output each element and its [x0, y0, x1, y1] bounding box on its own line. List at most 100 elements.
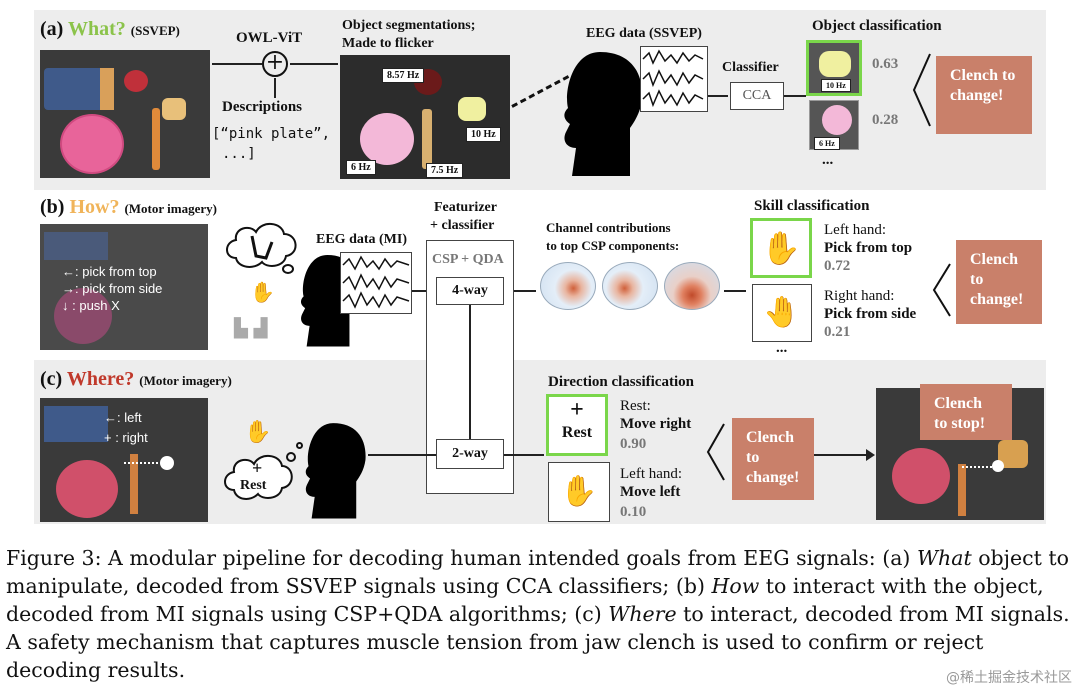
arrow-cca-to-class	[784, 95, 806, 97]
rest-box-label: Rest	[561, 424, 593, 441]
move-right-label: Move right	[620, 416, 692, 432]
obj-thumb-selected: 10 Hz	[806, 40, 862, 96]
skill-hand-right: 🤚	[752, 284, 812, 342]
panel-a-modality: (SSVEP)	[130, 23, 180, 38]
head-silhouette-a	[564, 52, 643, 176]
descriptions-code-line2: ...]	[222, 146, 256, 162]
skill-score-2: 0.21	[824, 324, 851, 340]
pick-side-label: Pick from side	[824, 306, 917, 322]
thought-bubble-small-b	[282, 264, 294, 274]
final-dotted-path	[962, 466, 992, 468]
eeg-mi-title: EEG data (MI)	[316, 232, 407, 247]
tray-handle	[100, 68, 114, 110]
skill-hand-left-selected: ✋	[750, 218, 812, 278]
move-left-label: Move left	[620, 484, 681, 500]
arrow-4way-down-connector	[469, 305, 471, 439]
eeg-mi-signal-box	[340, 252, 412, 314]
caption-prefix: Figure 3: A modular pipeline for decodin…	[6, 546, 917, 570]
cca-box: CCA	[730, 82, 784, 110]
arrow-4way-to-topo	[514, 290, 536, 292]
obj-class-title: Object classification	[812, 18, 942, 34]
photo-b-line2: →: pick from side	[62, 281, 163, 296]
descriptions-code-line1: [“pink plate”,	[212, 126, 331, 142]
left-hand-box-c: ✋	[548, 462, 610, 522]
hand-icon-grey-b: ✋	[250, 280, 275, 304]
rest-plus: +	[570, 397, 584, 423]
clench-change-a: Clench to change!	[936, 56, 1032, 134]
caption-part4: to interact, decoded from MI signals. A …	[6, 602, 1070, 682]
seg-title-line1: Object segmentations;	[342, 18, 476, 33]
hz-label-75: 7.5 Hz	[426, 163, 464, 178]
left-hand-label: Left hand:	[824, 222, 887, 238]
photo-b-line3: ↓ : push X	[62, 298, 120, 313]
way2-box: 2-way	[436, 439, 504, 469]
final-plate	[892, 448, 950, 504]
photo-b-plate	[54, 288, 112, 344]
thumb-plate-icon	[822, 105, 852, 135]
photo-b-line1: ←: pick from top	[62, 264, 157, 279]
final-spatula	[958, 464, 966, 516]
seg-photo	[340, 55, 510, 179]
table-photo-a	[40, 50, 210, 178]
final-target-dot	[992, 460, 1004, 472]
arrow-plus-to-seg	[290, 63, 338, 65]
panel-a-label: (a) What? (SSVEP)	[40, 18, 180, 41]
foot-icon-grey-b: ▙ ▟	[234, 318, 268, 339]
thought-plus-c: +	[252, 458, 263, 478]
rest-label: Rest:	[620, 398, 651, 414]
obj-ellipsis: ...	[822, 152, 834, 168]
arrow-eeg-to-cca	[708, 95, 728, 97]
panel-c-modality: (Motor imagery)	[139, 373, 232, 388]
hz-label-6: 6 Hz	[346, 160, 376, 175]
caption-where: Where	[608, 602, 677, 626]
thumb-mug-icon	[819, 51, 851, 77]
right-hand-label: Right hand:	[824, 288, 895, 304]
eeg-ssvep-title: EEG data (SSVEP)	[586, 26, 702, 41]
arrow-to-final-photo	[814, 454, 872, 456]
panel-c-heading: Where?	[66, 368, 135, 390]
clench-arrow-a	[912, 53, 931, 127]
thought-cloud-b	[226, 223, 297, 268]
photo-c-target-dot	[160, 456, 174, 470]
table-photo-c: ←: left + : right	[40, 398, 208, 522]
clench-change-b: Clench to change!	[956, 240, 1042, 324]
seg-title-line2: Made to flicker	[342, 36, 434, 51]
topomap-1	[540, 262, 596, 310]
skill-title: Skill classification	[754, 198, 870, 214]
arrow-photo-to-plus	[212, 63, 262, 65]
dir-score-1: 0.90	[620, 436, 647, 452]
clench-stop: Clench to stop!	[920, 384, 1012, 440]
topomap-3	[664, 262, 720, 310]
tray-object	[44, 68, 110, 110]
topomap-2	[602, 262, 658, 310]
head-silhouette-c	[305, 423, 366, 519]
left-hand-label-c: Left hand:	[620, 466, 683, 482]
arrow-head-to-2way	[368, 454, 436, 456]
eeg-ssvep-signal-box	[640, 46, 708, 112]
skill-ellipsis: ...	[776, 340, 788, 356]
arrow-desc-up	[274, 78, 276, 98]
panel-b-heading: How?	[69, 196, 120, 218]
photo-c-tray	[44, 406, 108, 442]
obj-thumb-2: 6 Hz	[809, 100, 859, 150]
obj-score-2: 0.28	[872, 112, 899, 128]
panel-b-label: (b) How? (Motor imagery)	[40, 196, 217, 219]
seg-spatula	[422, 109, 432, 169]
panel-a-heading: What?	[67, 18, 126, 40]
photo-c-plate	[56, 460, 118, 518]
clench-arrow-b	[932, 263, 951, 317]
caption-part3: to interact with the object, decoded fro…	[6, 574, 1044, 626]
hz-label-10: 10 Hz	[466, 127, 501, 142]
csp-qda-label: CSP + QDA	[432, 252, 504, 267]
watermark: @稀土掘金技术社区	[946, 670, 1072, 686]
panel-c-letter: (c)	[40, 368, 63, 390]
thought-rest-c: Rest	[240, 478, 267, 493]
plus-circle: +	[262, 51, 288, 77]
caption-how: How	[711, 574, 760, 598]
clench-change-c: Clench to change!	[732, 418, 814, 500]
photo-b-tray	[44, 232, 108, 260]
pink-plate	[60, 114, 124, 174]
thought-bubble-small-c	[286, 452, 296, 462]
arrow-topo-to-skill	[724, 290, 746, 292]
way4-box: 4-way	[436, 277, 504, 305]
